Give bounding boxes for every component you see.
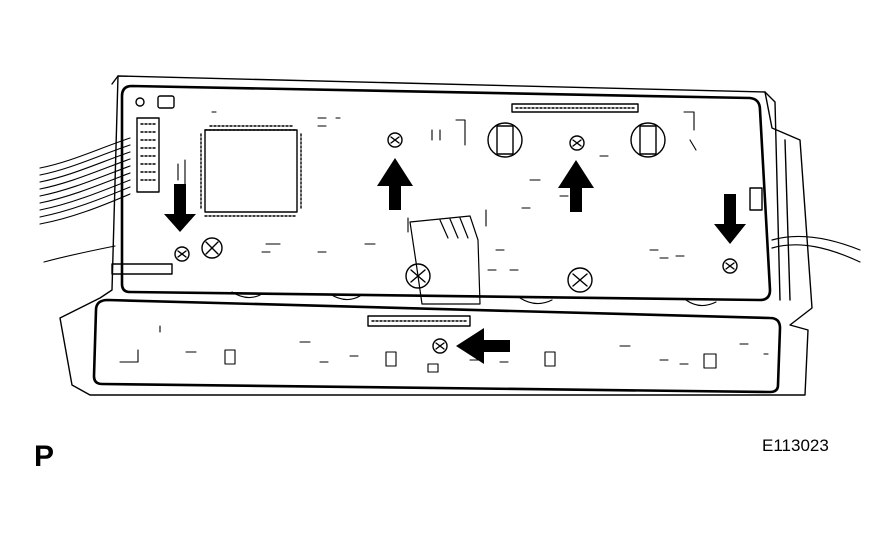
figure-code: E113023: [762, 436, 829, 455]
flat-ribbon-cable: [409, 215, 481, 305]
screw: [387, 132, 403, 148]
arrow-up-icon: [377, 158, 413, 210]
arrow-up-icon: [558, 160, 594, 212]
screw: [569, 135, 585, 151]
housing-inner-edge: [111, 75, 791, 301]
board-tab: [157, 95, 175, 109]
view-label: P: [34, 440, 55, 473]
lcd-chip: [200, 125, 302, 217]
lower-connector: [367, 315, 471, 327]
main-circuit-board: [120, 84, 772, 302]
arrow-down-icon: [714, 194, 746, 244]
lower-board-components: [119, 325, 769, 373]
arrow-left-icon: [456, 328, 510, 364]
screw: [722, 258, 738, 274]
board-components: [177, 111, 697, 271]
screw: [432, 338, 448, 354]
wire-harness: [39, 137, 131, 263]
knob-left: [487, 122, 523, 158]
knob-bottom-right: [567, 267, 593, 293]
left-connector: [136, 117, 160, 193]
bottom-left-connector: [111, 263, 173, 275]
right-cable: [771, 235, 861, 263]
screw: [174, 246, 190, 262]
top-connector: [511, 103, 639, 113]
arrow-down-icon: [164, 184, 196, 232]
housing-frame: [59, 75, 813, 396]
knob-bottom-left: [201, 237, 223, 259]
knob-right: [630, 122, 666, 158]
lower-circuit-board: [92, 298, 782, 394]
board-tabs: [231, 291, 717, 307]
right-small-connector: [749, 187, 763, 211]
